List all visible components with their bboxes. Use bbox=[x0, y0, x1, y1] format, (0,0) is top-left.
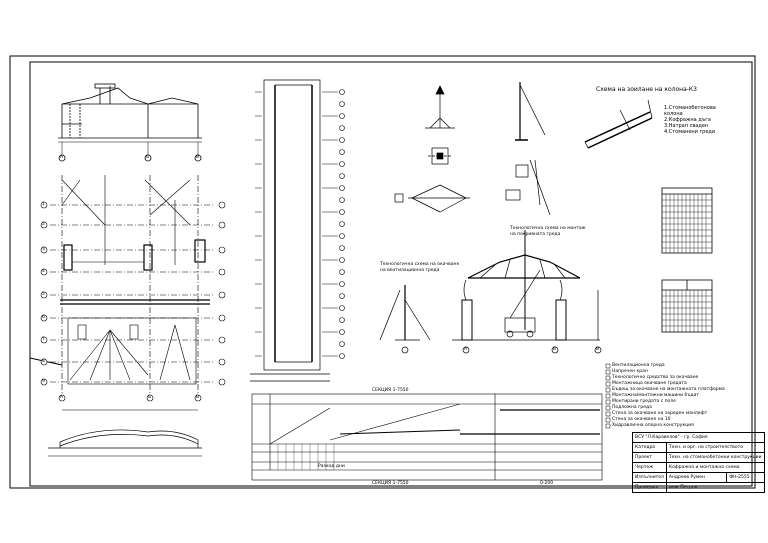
title-block-row1-key: Катедра bbox=[632, 442, 667, 453]
title-block-row5-key: Проверил bbox=[632, 482, 667, 493]
inner-border bbox=[29, 61, 753, 487]
row-label-6: 6 bbox=[42, 315, 45, 320]
title-block-row4-key: Изпълнител bbox=[632, 472, 667, 483]
axis-label-c-bottom: В bbox=[196, 395, 200, 400]
axis-label-b-bottom: Б bbox=[148, 395, 152, 400]
legend-item-11: Хидравлична опорна конструкция bbox=[612, 423, 694, 428]
title-block-row3-key: Чертеж bbox=[632, 462, 667, 473]
crane-note-3: 2.Кофражна дъга bbox=[664, 117, 711, 123]
legend-item-3: Технологично средство за окачване bbox=[612, 375, 699, 380]
row-bubbles bbox=[40, 201, 226, 386]
lift-scheme-title: Технологична схема на окачване bbox=[380, 262, 460, 267]
crane-note-4: 3.Натрап сваден bbox=[664, 123, 709, 129]
row-label-1: 1 bbox=[42, 202, 45, 207]
row-label-7: 7 bbox=[42, 337, 45, 342]
legend-item-9: Стена за окачване на зареден манлифт bbox=[612, 411, 708, 416]
axis-label-c-erection: В bbox=[596, 347, 600, 352]
legend-markers bbox=[605, 363, 611, 429]
long-plan-ticks bbox=[255, 91, 338, 357]
legend-item-10: Стена за окачване на 10 bbox=[612, 417, 671, 422]
timeline-label-bottom: СЕКЦИЯ 1-7550 bbox=[372, 481, 409, 486]
title-block-row1-val: Техн. и орг. на строителството bbox=[665, 442, 765, 453]
title-block-row5-val: инж.Петров bbox=[665, 482, 765, 493]
row-label-5: 5 bbox=[42, 292, 45, 297]
crane-note-2: колона bbox=[664, 111, 683, 117]
legend-item-2: Напречен кран bbox=[612, 369, 648, 374]
crane-scheme-title: Схема на зоилане на колона-К3 bbox=[596, 86, 697, 93]
crane-note-1: 1.Стоманобетонова bbox=[664, 105, 716, 111]
title-block-row4-num: ФН-2555 bbox=[726, 472, 765, 483]
title-block-org: ВСУ "Л.Каравелов" - гр. София bbox=[632, 432, 765, 443]
axis-label-b-erection: Б bbox=[553, 347, 557, 352]
row-label-2: 2 bbox=[42, 222, 45, 227]
axis-label-b: Б bbox=[146, 155, 150, 160]
lifting-details bbox=[394, 82, 653, 216]
title-block-row3-val: Кофражна и монтажна схема bbox=[665, 462, 765, 473]
arch-elevation bbox=[48, 429, 202, 457]
title-block-row4-val: Андреев Румен bbox=[665, 472, 728, 483]
legend-item-4: Монтажница окачване гредата bbox=[612, 381, 687, 386]
schedule-chart bbox=[251, 393, 603, 481]
row-label-9: 9 bbox=[42, 379, 45, 384]
plan-view bbox=[29, 175, 215, 411]
legend-item-6: Монтажна/монтажни машини бъдат bbox=[612, 393, 699, 398]
row-label-3: 3 bbox=[42, 247, 45, 252]
building-section bbox=[58, 83, 202, 162]
legend-item-8: Подложна греда bbox=[612, 405, 652, 410]
timeline-label-right: 0-200 bbox=[540, 481, 554, 486]
long-plan bbox=[250, 79, 330, 382]
schedule-grid-top bbox=[661, 187, 713, 254]
legend-item-5: Бъдещ за окачване на монтажната платформ… bbox=[612, 387, 725, 392]
row-label-4: 4 bbox=[42, 269, 45, 274]
timeline-label-top: СЕКЦИЯ 1-7550 bbox=[372, 388, 409, 393]
legend-item-7: Монтирани гредата с поле bbox=[612, 399, 676, 404]
outer-border bbox=[9, 55, 756, 489]
erection-scheme-subtitle: на покривната греда bbox=[510, 232, 561, 237]
row-label-8: 8 bbox=[42, 359, 45, 364]
crane-note-5: 4.Стоманени греди bbox=[664, 129, 716, 135]
axis-label-c: В bbox=[196, 155, 200, 160]
title-block-row2-key: Проект bbox=[632, 452, 667, 463]
long-plan-bubbles bbox=[339, 89, 345, 359]
title-block-row2-val: Техн. на стоманобетонни конструкции bbox=[665, 452, 765, 463]
schedule-grid-bottom bbox=[661, 279, 713, 333]
lift-scheme-subtitle: на вентилационна греда bbox=[380, 268, 440, 273]
legend-item-1: Вентилационна греда bbox=[612, 363, 665, 368]
erection-scheme-title: Технологична схема на монтаж bbox=[510, 226, 586, 231]
timeline-label-days: Разход дни bbox=[318, 464, 345, 469]
erection-scheme bbox=[379, 230, 602, 354]
axis-label-a-bottom: А bbox=[60, 395, 64, 400]
axis-label-a-erection: А bbox=[464, 347, 468, 352]
axis-label-a: А bbox=[60, 155, 64, 160]
